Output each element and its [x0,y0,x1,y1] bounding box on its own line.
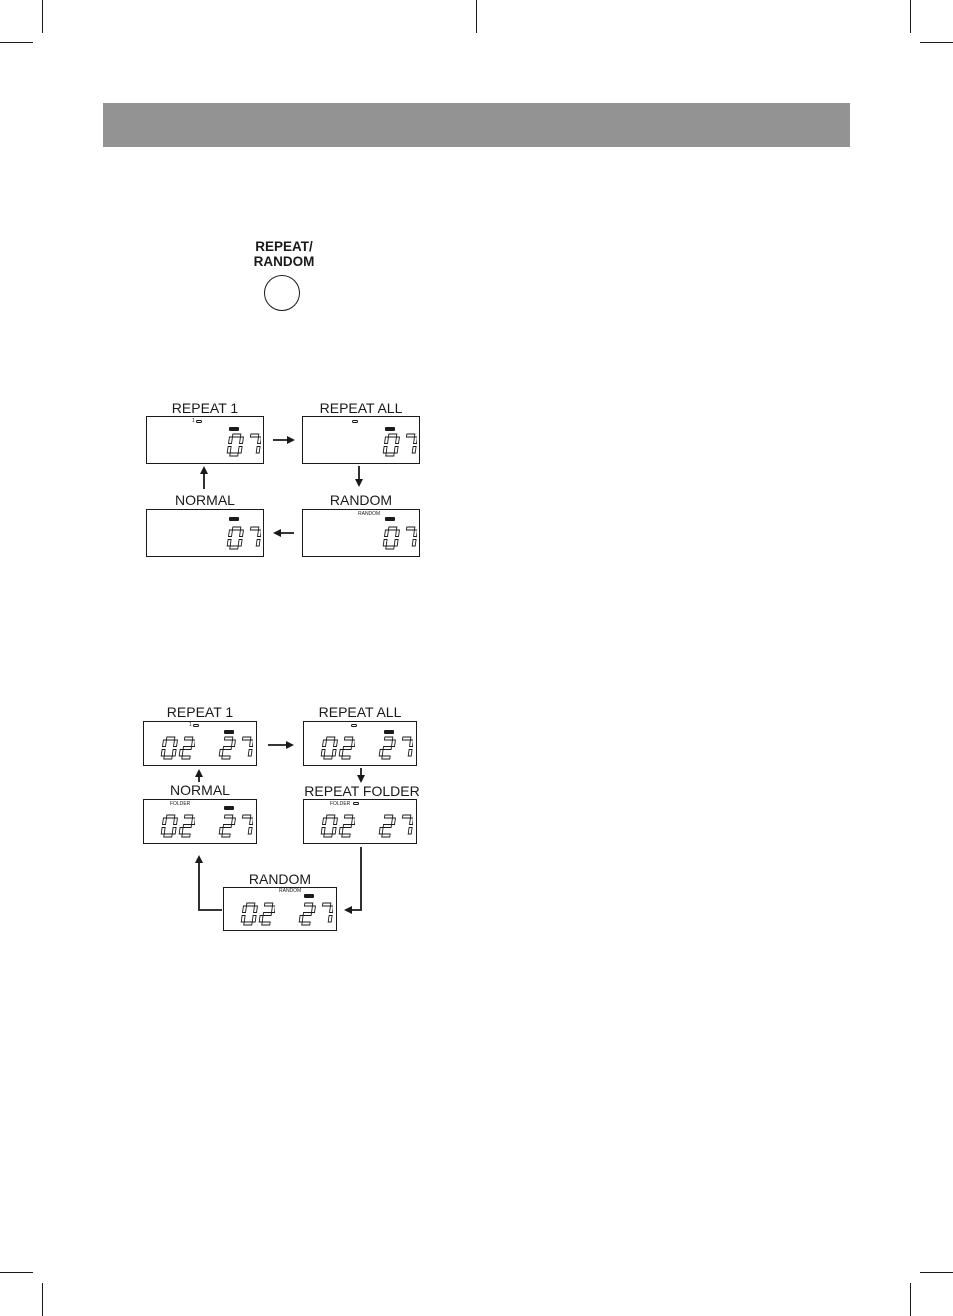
arrow-elbow [199,857,222,910]
arrow-elbow [346,847,361,910]
